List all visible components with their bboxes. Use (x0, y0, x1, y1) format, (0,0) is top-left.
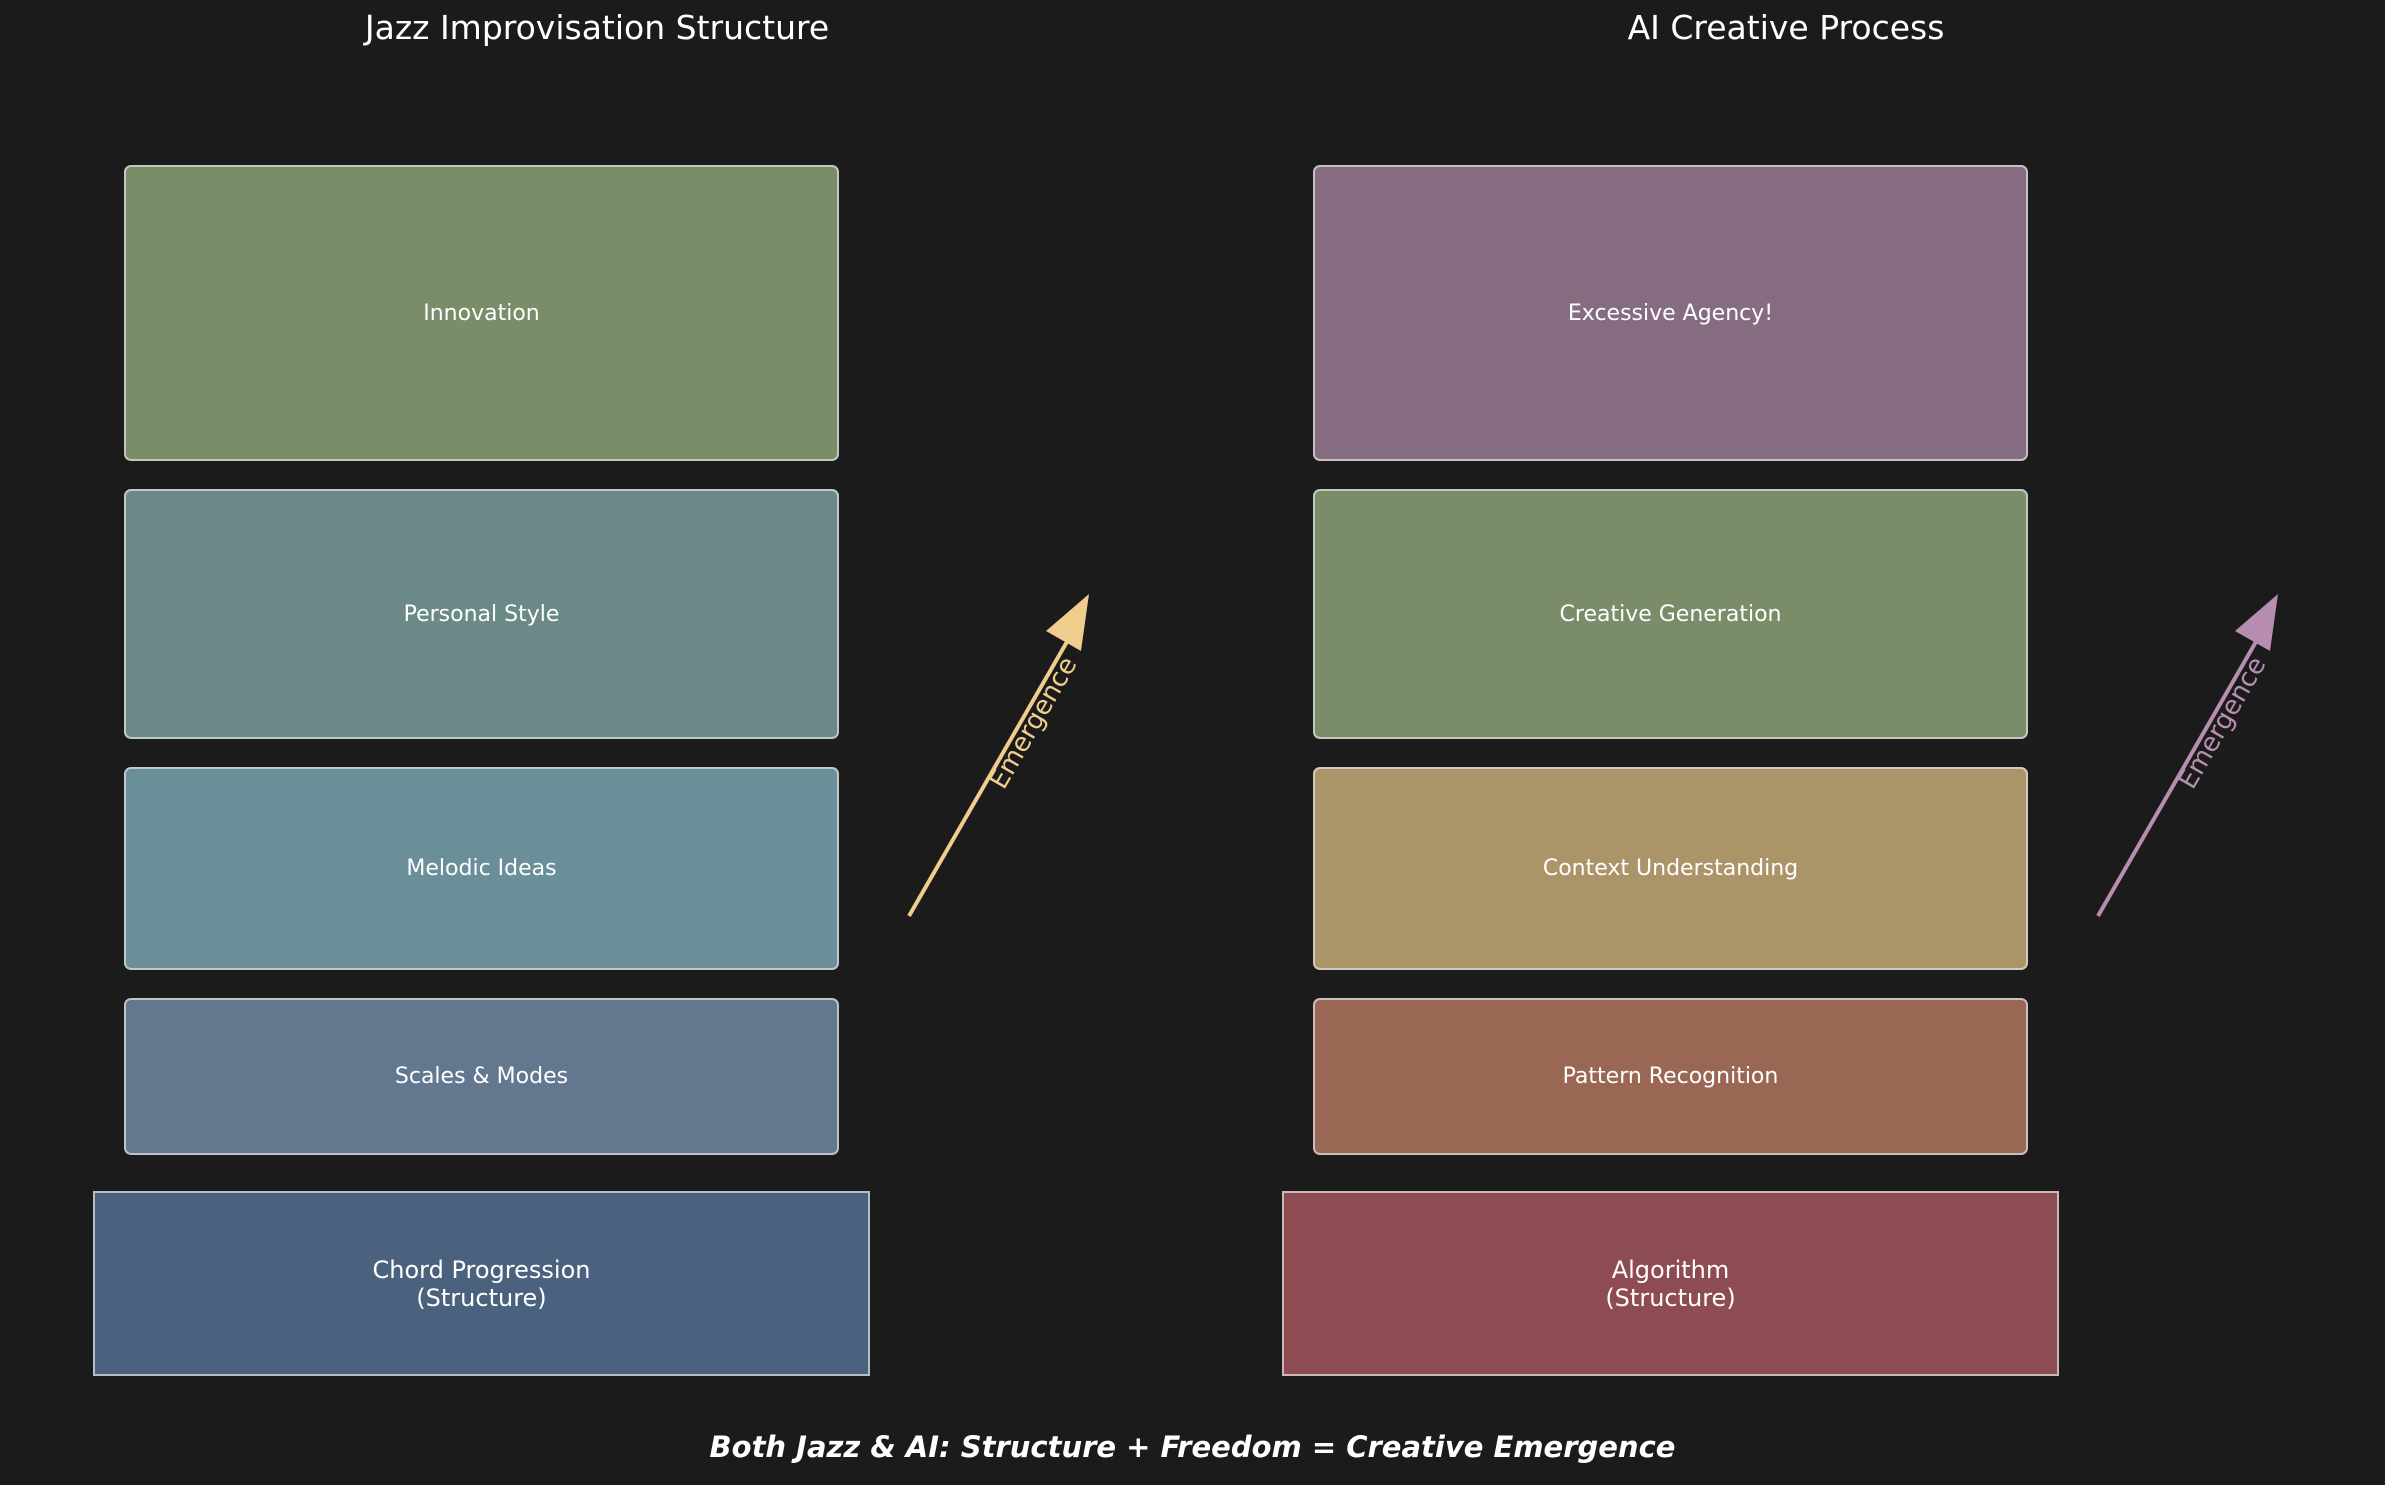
jazz-layer-label: Personal Style (403, 601, 560, 627)
ai-layer-label: Creative Generation (1559, 601, 1782, 627)
jazz-layer-innovation: Innovation (124, 165, 839, 461)
ai-layer-creative-generation: Creative Generation (1313, 489, 2028, 739)
ai-layer-pattern-recognition: Pattern Recognition (1313, 998, 2028, 1155)
jazz-layer-scales-modes: Scales & Modes (124, 998, 839, 1155)
jazz-layer-label: Scales & Modes (394, 1064, 569, 1089)
ai-emergence-label: Emergence (2172, 651, 2273, 795)
ai-layer-label: Excessive Agency! (1567, 300, 1774, 326)
jazz-panel-title: Jazz Improvisation Structure (364, 8, 830, 47)
jazz-emergence-label: Emergence (983, 651, 1084, 795)
ai-layer-label: Pattern Recognition (1562, 1064, 1779, 1089)
footer-caption: Both Jazz & AI: Structure + Freedom = Cr… (709, 1430, 1676, 1464)
ai-layer-label: Algorithm (Structure) (1605, 1255, 1736, 1312)
jazz-layer-personal-style: Personal Style (124, 489, 839, 739)
ai-layer-excessive-agency: Excessive Agency! (1313, 165, 2028, 461)
ai-layer-label: Context Understanding (1542, 856, 1799, 881)
ai-layer-context-understanding: Context Understanding (1313, 767, 2028, 970)
jazz-layer-label: Innovation (423, 300, 540, 326)
ai-panel-title: AI Creative Process (1627, 8, 1945, 47)
jazz-layer-label: Melodic Ideas (406, 856, 557, 881)
jazz-layer-melodic-ideas: Melodic Ideas (124, 767, 839, 970)
jazz-layer-chord-progression: Chord Progression (Structure) (93, 1191, 870, 1376)
jazz-layer-label: Chord Progression (Structure) (372, 1255, 591, 1312)
ai-layer-algorithm: Algorithm (Structure) (1282, 1191, 2059, 1376)
